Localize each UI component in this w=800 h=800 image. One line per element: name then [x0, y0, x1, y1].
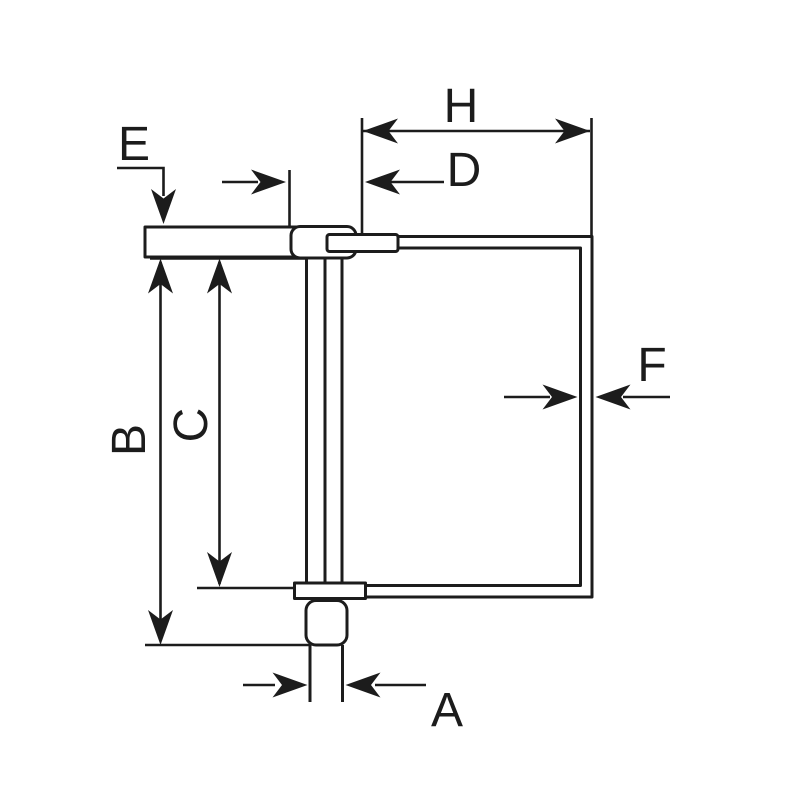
- square-bail-loop: [364, 235, 594, 599]
- dimension-h: H: [360, 80, 593, 236]
- dim-label-h: H: [444, 80, 479, 133]
- dim-label-f: F: [637, 339, 666, 392]
- e-leader-line: [117, 166, 165, 196]
- dim-label-b: B: [103, 424, 156, 456]
- dim-label-e: E: [118, 118, 150, 171]
- pin-tip: [308, 645, 344, 702]
- bail-top-clip: [325, 233, 400, 253]
- dimension-a: A: [243, 672, 463, 737]
- bail-left-leg: [323, 255, 344, 585]
- dimension-f: F: [504, 339, 670, 410]
- pin-part-outline: [143, 225, 594, 702]
- dim-label-d: D: [447, 144, 482, 197]
- dim-label-a: A: [431, 684, 463, 737]
- dimension-b-c: B C: [103, 257, 310, 647]
- pin-knob: [304, 599, 349, 647]
- bail-bottom-end: [293, 581, 367, 600]
- dimension-d: D: [222, 144, 481, 226]
- a-arrow-push-right-icon: [272, 672, 308, 698]
- dim-label-c: C: [165, 408, 218, 443]
- dimension-e: E: [117, 118, 176, 224]
- pin-handle-bar: [143, 225, 302, 259]
